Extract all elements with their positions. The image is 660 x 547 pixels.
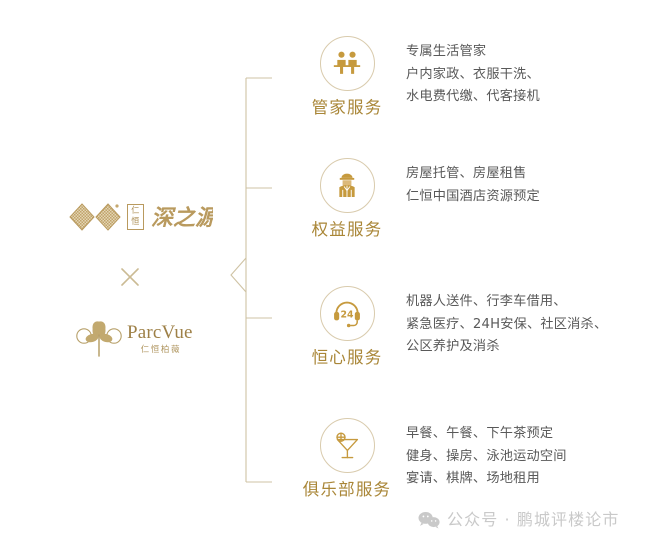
service-description-line: 专属生活管家 bbox=[406, 44, 487, 59]
headset-24h-badge-text: 24 bbox=[340, 309, 354, 320]
renheng-char-1: 仁 bbox=[131, 206, 140, 216]
concierge-person-glyph bbox=[339, 173, 355, 197]
service-icon-group: 俱乐部服务 bbox=[296, 418, 398, 500]
service-row: 24 恒心服务 机器人送件、行李车借用、 紧急医疗、24H安保、社区消杀、 公区… bbox=[296, 286, 660, 368]
service-description-line: 紧急医疗、24H安保、社区消杀、 bbox=[406, 316, 608, 332]
service-row: 管家服务 专属生活管家 户内家政、衣服干洗、 水电费代缴、代客接机 bbox=[296, 36, 660, 118]
service-label: 俱乐部服务 bbox=[302, 480, 392, 499]
bracket-chevron-left-icon bbox=[230, 257, 247, 293]
service-description: 早餐、午餐、下午茶预定 健身、操房、泳池运动空间 宴请、棋牌、场地租用 bbox=[398, 418, 660, 491]
service-description-line: 健身、操房、泳池运动空间 bbox=[406, 448, 567, 464]
service-description-line: 宴请、棋牌、场地租用 bbox=[406, 471, 540, 486]
renheng-calligraphy-icon: 深之源 bbox=[151, 205, 221, 231]
renheng-calligraphy-text: 深之源 bbox=[151, 205, 213, 231]
logo-cross-separator-icon bbox=[121, 268, 139, 286]
service-icon-group: 管家服务 bbox=[296, 36, 398, 118]
renheng-diamond-mark-icon bbox=[69, 203, 121, 231]
service-label: 管家服务 bbox=[311, 98, 383, 117]
renheng-char-2: 恒 bbox=[131, 217, 140, 227]
cocktail-glass-icon bbox=[319, 418, 375, 473]
bracket-connector bbox=[230, 77, 272, 483]
service-label: 恒心服务 bbox=[311, 348, 383, 367]
renheng-calligraphy-wrap: 深之源 bbox=[151, 201, 221, 233]
service-icon-group: 权益服务 bbox=[296, 158, 398, 240]
service-description-line: 房屋托管、房屋租售 bbox=[406, 166, 527, 181]
renheng-char-box: 仁 恒 bbox=[127, 204, 144, 230]
service-label: 权益服务 bbox=[311, 220, 383, 239]
service-row: 俱乐部服务 早餐、午餐、下午茶预定 健身、操房、泳池运动空间 宴请、棋牌、场地租… bbox=[296, 418, 660, 500]
two-people-counter-icon bbox=[319, 36, 375, 91]
service-description: 房屋托管、房屋租售 仁恒中国酒店资源预定 bbox=[398, 158, 660, 208]
service-description-line: 仁恒中国酒店资源预定 bbox=[406, 188, 540, 204]
watermark-text: 公众号 · 鹏城评楼论市 bbox=[447, 510, 620, 529]
parcvue-text-block: ParcVue 仁恒柏薇 bbox=[127, 322, 193, 356]
parcvue-logo: ParcVue 仁恒柏薇 bbox=[76, 313, 198, 365]
parcvue-clover-mark-icon bbox=[76, 321, 122, 357]
wechat-watermark: 公众号 · 鹏城评楼论市 bbox=[418, 510, 619, 530]
service-description: 专属生活管家 户内家政、衣服干洗、 水电费代缴、代客接机 bbox=[398, 36, 660, 109]
service-description: 机器人送件、行李车借用、 紧急医疗、24H安保、社区消杀、 公区养护及消杀 bbox=[398, 286, 660, 359]
parcvue-subtitle: 仁恒柏薇 bbox=[140, 345, 182, 355]
parcvue-name: ParcVue bbox=[127, 322, 193, 343]
wechat-icon bbox=[418, 511, 440, 529]
service-description-line: 公区养护及消杀 bbox=[406, 339, 500, 354]
service-icon-group: 24 恒心服务 bbox=[296, 286, 398, 368]
concierge-person-icon bbox=[319, 158, 375, 213]
service-description-line: 户内家政、衣服干洗、 bbox=[406, 66, 540, 82]
headset-24h-glyph: 24 bbox=[334, 301, 360, 327]
renheng-logo: 仁 恒 深之源 bbox=[68, 196, 221, 238]
service-row: 权益服务 房屋托管、房屋租售 仁恒中国酒店资源预定 bbox=[296, 158, 660, 240]
service-description-line: 水电费代缴、代客接机 bbox=[406, 89, 540, 104]
service-description-line: 早餐、午餐、下午茶预定 bbox=[406, 426, 554, 441]
two-people-counter-glyph bbox=[333, 51, 361, 74]
service-description-line: 机器人送件、行李车借用、 bbox=[406, 294, 567, 309]
headset-24h-icon: 24 bbox=[319, 286, 375, 341]
cocktail-glass-glyph bbox=[336, 432, 359, 458]
brand-column: 仁 恒 深之源 bbox=[0, 0, 230, 547]
